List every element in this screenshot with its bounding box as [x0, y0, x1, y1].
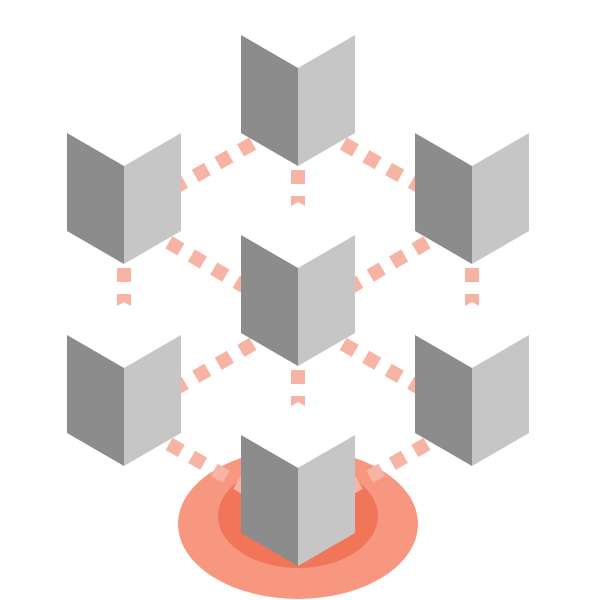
cube-right-face [298, 235, 355, 366]
cube-right-face [472, 335, 529, 466]
cube-right-face [298, 435, 355, 566]
cube-icon-upper-left [67, 100, 181, 264]
cube-right-face [124, 335, 181, 466]
cube-left-face [241, 35, 298, 166]
cube-left-face [241, 435, 298, 566]
cube-icon-bottom [241, 402, 355, 566]
cube-icon-lower-right [415, 302, 529, 466]
cube-right-face [124, 133, 181, 264]
cube-right-face [472, 133, 529, 264]
cube-right-face [298, 35, 355, 166]
cube-nodes [67, 2, 529, 566]
cube-left-face [67, 335, 124, 466]
cube-icon-lower-left [67, 302, 181, 466]
cube-left-face [67, 133, 124, 264]
cube-left-face [415, 133, 472, 264]
cube-icon-center [241, 202, 355, 366]
cube-left-face [415, 335, 472, 466]
cube-icon-top [241, 2, 355, 166]
cube-left-face [241, 235, 298, 366]
cube-icon-upper-right [415, 100, 529, 264]
